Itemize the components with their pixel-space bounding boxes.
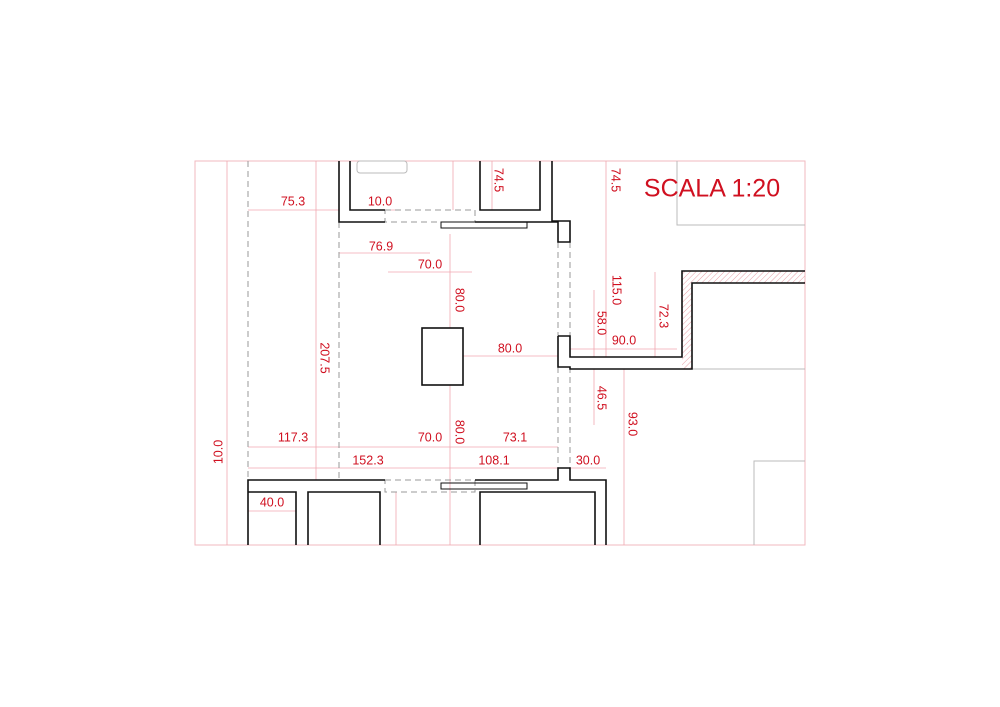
- dimension-lines: [226, 161, 677, 545]
- dimension-label: 76.9: [369, 239, 393, 253]
- context-line: [676, 161, 805, 226]
- wall-line: [479, 491, 596, 545]
- dimension-label: 30.0: [576, 453, 600, 467]
- dimension-label: 10.0: [211, 440, 225, 464]
- sliding-door-panel-top: [440, 221, 528, 229]
- dimension-label: 73.1: [503, 430, 527, 444]
- dimension-label: 152.3: [352, 453, 383, 467]
- wall-line: [248, 491, 297, 545]
- wall-line: [475, 467, 607, 545]
- dimension-label: 74.5: [609, 168, 623, 192]
- dimension-label: 80.0: [453, 420, 467, 444]
- fixture-outline: [356, 160, 408, 174]
- walls: [247, 161, 805, 545]
- dimension-label: 80.0: [498, 341, 522, 355]
- dimension-label: 40.0: [260, 495, 284, 509]
- dimension-label: 80.0: [453, 288, 467, 312]
- dimension-label: 108.1: [478, 453, 509, 467]
- wall-line: [338, 161, 385, 223]
- dimension-label: 72.3: [657, 304, 671, 328]
- dimension-label: 46.5: [595, 386, 609, 410]
- wall-line: [557, 282, 805, 370]
- wall-line: [307, 491, 381, 545]
- door-opening-bottom: [384, 479, 476, 493]
- dimension-label: 74.5: [492, 168, 506, 192]
- door-opening-top: [384, 209, 476, 223]
- wall-line: [558, 270, 805, 358]
- dimension-label: 58.0: [595, 311, 609, 335]
- dimension-label: 117.3: [278, 430, 308, 444]
- dimension-label: 10.0: [368, 194, 392, 208]
- wall-line: [475, 161, 571, 243]
- dimension-label: 207.5: [318, 342, 332, 373]
- dimension-label: 70.0: [418, 257, 442, 271]
- table-block: [421, 327, 464, 386]
- dashed-outlines: [247, 161, 571, 493]
- context-line: [753, 460, 805, 545]
- wall-line: [479, 161, 541, 211]
- hatched-wall: [682, 271, 805, 369]
- context-lines: [356, 160, 805, 545]
- wall-line: [349, 161, 385, 211]
- drawing-frame: [194, 160, 806, 546]
- wall-line: [247, 479, 385, 545]
- dimension-label: 75.3: [281, 194, 305, 208]
- dimension-label: 93.0: [626, 412, 640, 436]
- sliding-door-panel-bottom: [440, 482, 528, 490]
- dimension-label: 70.0: [418, 430, 442, 444]
- scale-title: SCALA 1:20: [644, 175, 780, 203]
- dimension-labels: 75.3 10.0 74.5 74.5 76.9 70.0 80.0 207.5…: [211, 168, 670, 509]
- dimension-label: 115.0: [610, 275, 624, 305]
- dimension-label: 90.0: [612, 333, 636, 347]
